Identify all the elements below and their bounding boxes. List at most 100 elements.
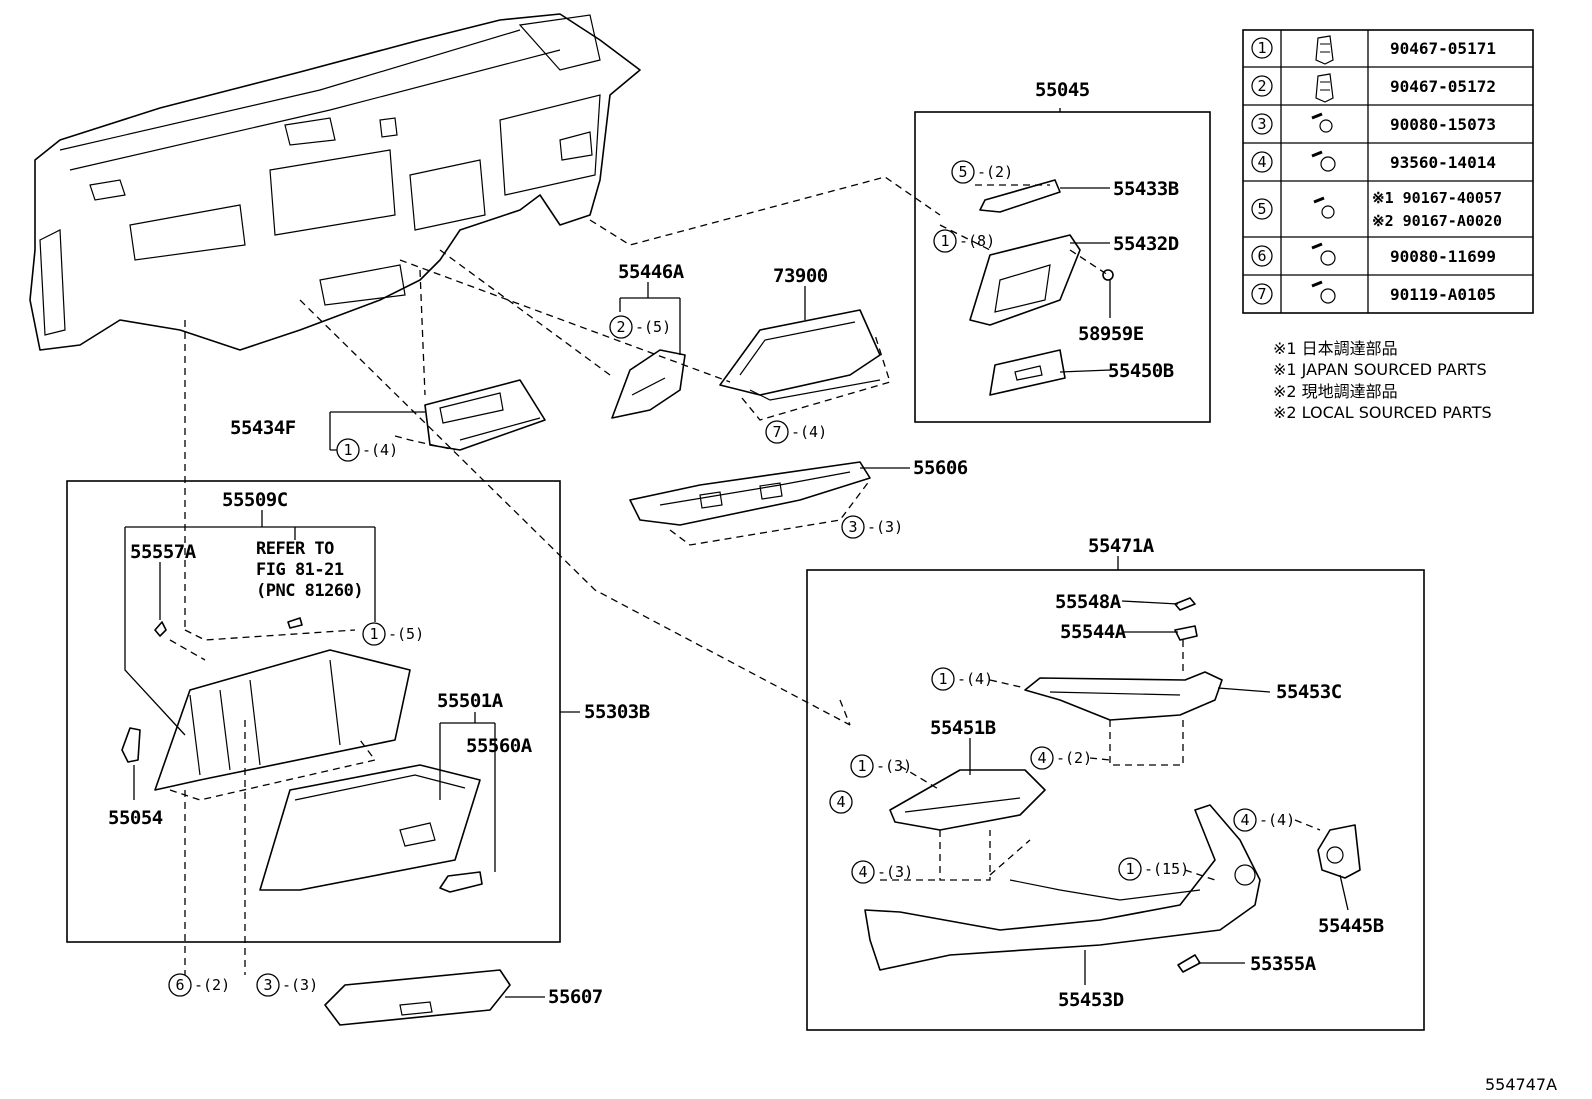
svg-text:3: 3 [848,518,857,536]
svg-text:-(4): -(4) [362,441,398,459]
part-55355a-drawing [1177,954,1201,973]
label-55451b: 55451B [930,717,996,739]
refer-line-2: FIG 81-21 [256,560,344,580]
refer-line-3: (PNC 81260) [256,581,363,601]
table-row-5: 5 ※1 90167-40057 ※2 90167-A0020 [1251,189,1502,230]
callout: 7 -(4) [765,420,827,444]
label-55355a: 55355A [1250,953,1317,975]
bolt-icon [1311,150,1336,172]
label-55606: 55606 [913,457,968,479]
part-55606-drawing [629,461,871,526]
part-55446a-drawing [611,349,686,419]
svg-text:1: 1 [369,625,378,643]
label-73900: 73900 [773,265,828,287]
part-73900-drawing [719,309,881,401]
label-55548a: 55548A [1055,591,1122,613]
clip-icon [1315,35,1334,65]
svg-text:※2 90167-A0020: ※2 90167-A0020 [1372,212,1502,230]
table-row-3: 3 90080-15073 [1251,113,1496,135]
callouts: 5 -(2) 1 -(8) 2 -(5) 7 -(4) 1 -(4) 3 -(3… [168,160,1295,997]
part-55434f-drawing [424,379,546,451]
svg-text:-(3): -(3) [867,518,903,536]
svg-text:2: 2 [1257,77,1266,95]
bolt-icon [1311,280,1336,304]
svg-text:4: 4 [1240,811,1249,829]
note-line-3: ※2 現地調達部品 [1273,382,1398,401]
clip-icon [1315,73,1334,103]
svg-text:2: 2 [616,318,625,336]
svg-text:5: 5 [958,163,967,181]
part-55501a-drawing [259,764,481,891]
part-58959e-drawing [1102,269,1114,281]
callout: 1 -(5) [362,622,424,646]
callout: 1 -(3) [850,754,912,778]
callout: 1 -(8) [933,229,995,253]
svg-text:90467-05172: 90467-05172 [1390,77,1496,96]
svg-text:4: 4 [836,793,845,811]
svg-text:1: 1 [1257,39,1266,57]
part-55432d-drawing [969,234,1081,326]
group-box-55045 [914,111,1211,423]
table-row-2: 2 90467-05172 [1251,75,1496,97]
svg-text:7: 7 [1257,285,1266,303]
svg-text:90119-A0105: 90119-A0105 [1390,285,1496,304]
note-line-4: ※2 LOCAL SOURCED PARTS [1273,403,1492,422]
label-55453c: 55453C [1276,681,1342,703]
group-box-55471a [806,569,1425,1031]
label-55446a: 55446A [618,261,685,283]
svg-text:-(4): -(4) [957,670,993,688]
part-55453c-drawing [1024,671,1223,721]
svg-text:-(5): -(5) [388,625,424,643]
label-55432d: 55432D [1113,233,1179,255]
fastener-table: 1 90467-05171 2 90467-05172 3 90080-1507… [1242,29,1534,314]
label-55607: 55607 [548,986,603,1008]
svg-text:-(5): -(5) [635,318,671,336]
callout: 1 -(15) [1118,857,1189,881]
figure-id: 554747A [1485,1075,1557,1094]
refer-line-1: REFER TO [256,539,334,559]
label-55434f: 55434F [230,417,296,439]
table-row-7: 7 90119-A0105 [1251,283,1496,305]
svg-text:3: 3 [263,976,272,994]
refer-to-note: REFER TO FIG 81-21 (PNC 81260) [256,539,364,601]
dashed-reference-lines [169,176,1321,975]
svg-text:-(2): -(2) [194,976,230,994]
callout: 5 -(2) [951,160,1013,184]
svg-text:3: 3 [1257,115,1266,133]
callout: 4 -(2) [1030,746,1092,770]
part-55560a-drawing [439,871,483,893]
label-55445b: 55445B [1318,915,1384,937]
label-55471a: 55471A [1088,535,1155,557]
sourcing-notes: ※1 日本調達部品 ※1 JAPAN SOURCED PARTS ※2 現地調達… [1273,339,1492,422]
bolt-icon [1311,112,1333,133]
note-line-1: ※1 日本調達部品 [1273,339,1398,358]
svg-text:6: 6 [175,976,184,994]
part-55544a-drawing [1174,625,1198,641]
callout: 1 -(4) [336,438,398,462]
bolt-icon [1313,196,1335,219]
svg-text:-(4): -(4) [791,423,827,441]
svg-text:4: 4 [1037,749,1046,767]
svg-text:93560-14014: 93560-14014 [1390,153,1496,172]
part-55548a-drawing [1174,597,1196,611]
svg-text:-(3): -(3) [282,976,318,994]
label-55453d: 55453D [1058,989,1124,1011]
svg-text:90467-05171: 90467-05171 [1390,39,1496,58]
part-55433b-drawing [979,179,1061,213]
svg-text:7: 7 [772,423,781,441]
svg-text:5: 5 [1257,200,1266,218]
callout: 4 [829,790,853,814]
label-55557a: 55557A [130,541,197,563]
label-55560a: 55560A [466,735,533,757]
svg-text:1: 1 [857,757,866,775]
part-81260-clip-drawing [287,617,303,629]
svg-text:※1 90167-40057: ※1 90167-40057 [1372,189,1502,207]
callout: 4 -(4) [1233,808,1295,832]
part-55445b-drawing [1317,824,1361,879]
label-55501a: 55501A [437,690,504,712]
part-number-labels: 55045 55433B 55432D 58959E 55450B 55446A… [108,79,1557,1094]
callout: 3 -(3) [256,973,318,997]
bolt-icon [1311,242,1336,266]
svg-text:-(15): -(15) [1144,860,1189,878]
